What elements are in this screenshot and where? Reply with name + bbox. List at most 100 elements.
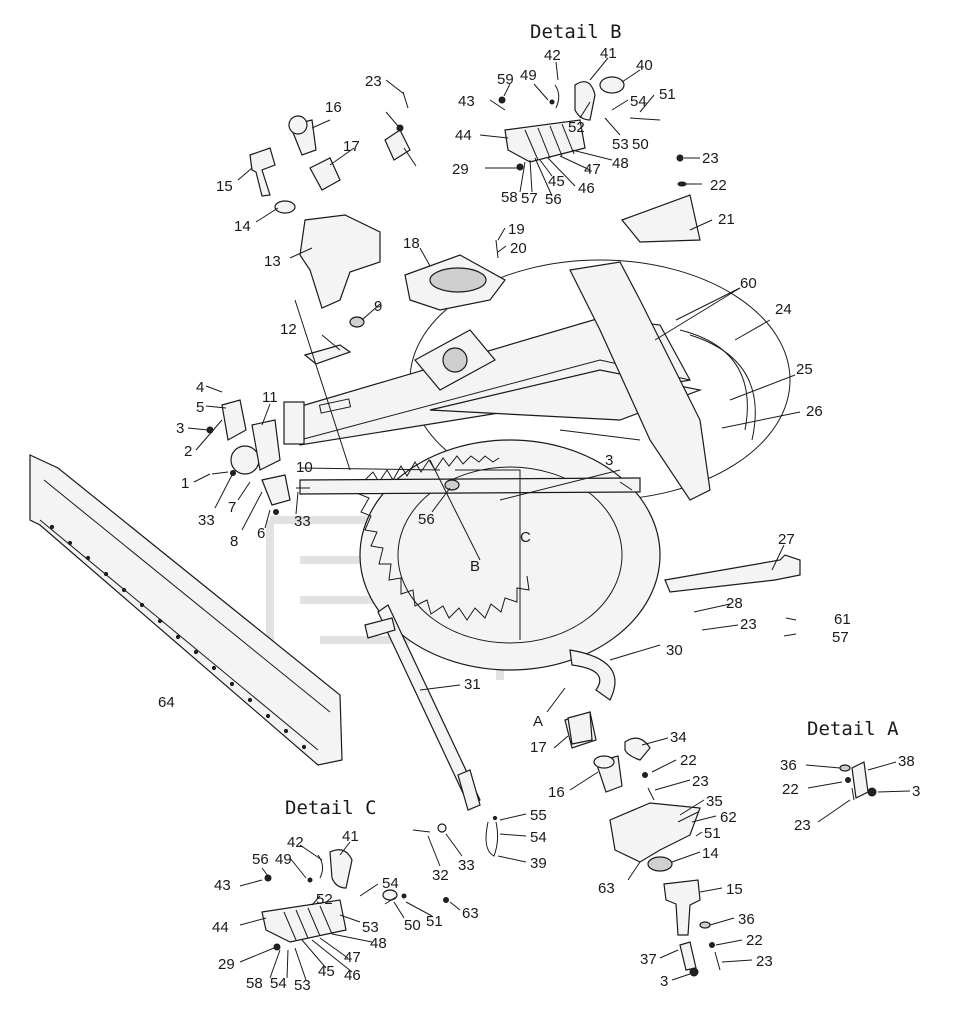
- marker-a: A: [533, 713, 543, 730]
- callout-label: 38: [898, 753, 915, 770]
- marker-b: B: [470, 558, 480, 575]
- callout-label: 22: [782, 781, 799, 798]
- callout-label: 23: [756, 953, 773, 970]
- callout-label: 34: [670, 729, 687, 746]
- detail-a-title: Detail A: [807, 718, 899, 740]
- callout-label: 45: [548, 173, 565, 190]
- callout-label: 23: [740, 616, 757, 633]
- small-parts-upper-left: [249, 91, 687, 365]
- callout-label: 49: [275, 851, 292, 868]
- callout-label: 29: [452, 161, 469, 178]
- callout-label: 46: [344, 967, 361, 984]
- callout-label: 41: [600, 45, 617, 62]
- callout-label: 53: [362, 919, 379, 936]
- callout-label: 18: [403, 235, 420, 252]
- callout-label: 51: [704, 825, 721, 842]
- callout-label: 3: [660, 973, 668, 990]
- callout-label: 8: [230, 533, 238, 550]
- callout-label: 17: [530, 739, 547, 756]
- callout-label: 12: [280, 321, 297, 338]
- callout-label: 14: [702, 845, 719, 862]
- callout-label: 3: [176, 420, 184, 437]
- callout-label: 50: [632, 136, 649, 153]
- callout-label: 22: [710, 177, 727, 194]
- callout-label: 55: [530, 807, 547, 824]
- callout-label: 31: [464, 676, 481, 693]
- callout-label: 9: [374, 298, 382, 315]
- callout-label: 53: [612, 136, 629, 153]
- lower-centre-parts: [412, 711, 721, 977]
- callout-label: 30: [666, 642, 683, 659]
- callout-label: 2: [184, 443, 192, 460]
- lower-centre-callouts: 34 22 23 16 17 35 62 51 14 63 15 36 22 2…: [432, 729, 773, 990]
- callout-label: 43: [214, 877, 231, 894]
- callout-label: 27: [778, 531, 795, 548]
- detail-b-parts: [498, 76, 661, 171]
- callout-label: 48: [370, 935, 387, 952]
- callout-label: 54: [270, 975, 287, 992]
- callout-label: 45: [318, 963, 335, 980]
- marker-c: C: [520, 529, 531, 546]
- callout-label: 61: [834, 611, 851, 628]
- callout-label: 42: [544, 47, 561, 64]
- callout-label: 5: [196, 399, 204, 416]
- callout-label: 40: [636, 57, 653, 74]
- callout-label: 7: [228, 499, 236, 516]
- callout-label: 50: [404, 917, 421, 934]
- callout-label: 4: [196, 379, 204, 396]
- callout-label: 51: [426, 913, 443, 930]
- callout-label: 28: [726, 595, 743, 612]
- callout-label: 15: [726, 881, 743, 898]
- hitch-parts-left: [206, 399, 310, 515]
- callout-label: 33: [458, 857, 475, 874]
- callout-label: 63: [462, 905, 479, 922]
- callout-label: 32: [432, 867, 449, 884]
- callout-label: 23: [365, 73, 382, 90]
- callout-label: 64: [158, 694, 175, 711]
- detail-a-callouts: 36 38 22 3 23: [780, 753, 920, 834]
- callout-label: 47: [344, 949, 361, 966]
- callout-label: 19: [508, 221, 525, 238]
- callout-label: 43: [458, 93, 475, 110]
- callout-label: 21: [718, 211, 735, 228]
- callout-label: 24: [775, 301, 792, 318]
- callout-label: 33: [294, 513, 311, 530]
- main-frame-assembly: [283, 194, 801, 811]
- callout-label: 22: [746, 932, 763, 949]
- callout-label: 53: [294, 977, 311, 994]
- callout-label: 51: [659, 86, 676, 103]
- callout-label: 57: [832, 629, 849, 646]
- main-callouts: 1 2 3 4 5 6 7 8 9 10 11 12 13 14 15 16 1…: [158, 73, 851, 730]
- callout-label: 41: [342, 828, 359, 845]
- callout-label: 10: [296, 459, 313, 476]
- callout-label: 17: [343, 138, 360, 155]
- callout-label: 63: [598, 880, 615, 897]
- callout-label: 59: [497, 71, 514, 88]
- callout-label: 15: [216, 178, 233, 195]
- callout-label: 22: [680, 752, 697, 769]
- callout-label: 52: [568, 119, 585, 136]
- callout-label: 14: [234, 218, 251, 235]
- callout-label: 44: [455, 127, 472, 144]
- callout-label: 49: [520, 67, 537, 84]
- callout-label: 47: [584, 161, 601, 178]
- callout-label: 42: [287, 834, 304, 851]
- callout-label: 37: [640, 951, 657, 968]
- callout-label: 35: [706, 793, 723, 810]
- detail-c-callouts: 56 49 42 41 43 44 29 58 54 53 45 46 47 4…: [212, 828, 479, 994]
- callout-label: 54: [530, 829, 547, 846]
- detail-a-parts: [839, 761, 877, 801]
- callout-label: 46: [578, 180, 595, 197]
- callout-label: 56: [545, 191, 562, 208]
- callout-label: 13: [264, 253, 281, 270]
- callout-label: 11: [262, 389, 278, 406]
- callout-label: 23: [794, 817, 811, 834]
- callout-label: 60: [740, 275, 757, 292]
- callout-label: 6: [257, 525, 265, 542]
- leader-lines: [187, 57, 911, 981]
- detail-b-title: Detail B: [530, 21, 622, 43]
- callout-label: 29: [218, 956, 235, 973]
- callout-label: 36: [738, 911, 755, 928]
- callout-label: 16: [325, 99, 342, 116]
